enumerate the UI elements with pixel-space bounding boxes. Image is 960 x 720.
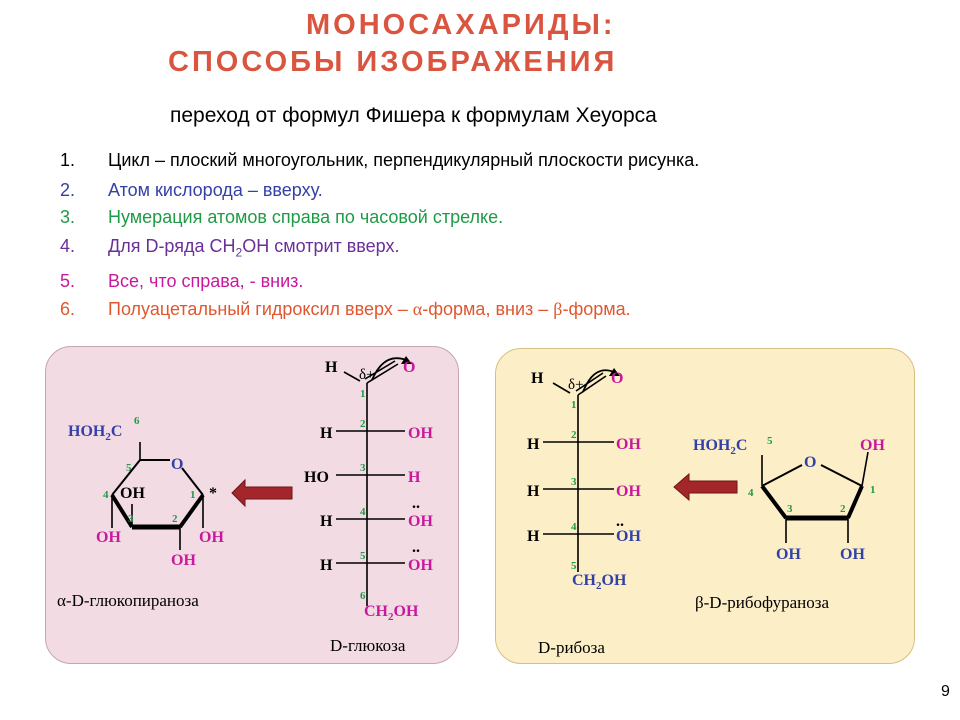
rule-2: 2.Атом кислорода – вверху. [60, 180, 323, 200]
glucose-lone-pair-1: .. [412, 495, 420, 512]
arrow-right-icon [673, 472, 738, 502]
pyranose-oh-inner: OH [120, 485, 145, 502]
ribose-num-3: 3 [571, 476, 577, 488]
pyranose-num-4: 4 [103, 489, 109, 501]
pyranose-oh-c4: OH [96, 529, 121, 546]
pyranose-num-6: 6 [134, 415, 140, 427]
glucose-lone-pair-2: .. [412, 539, 420, 556]
glucose-c4-right: OH [408, 513, 433, 530]
pyranose-star: * [209, 485, 217, 502]
ribose-c2-left: H [527, 436, 540, 453]
glucose-num-3: 3 [360, 462, 366, 474]
rule-5: 5.Все, что справа, - вниз. [60, 271, 304, 291]
glucose-c3-right: H [408, 469, 421, 486]
pyranose-num-1: 1 [190, 489, 196, 501]
furanose-hoh2c: HOH2C [693, 437, 747, 457]
pyranose-ring-o: O [171, 456, 183, 473]
ribose-fischer-formula: H δ+ O H OH H OH H OH .. 1 2 3 4 5 CH2OH… [527, 368, 641, 657]
glucose-c5-right: OH [408, 557, 433, 574]
furanose-oh-c3: OH [776, 546, 801, 563]
furanose-oh-c1: OH [860, 437, 885, 454]
subtitle: переход от формул Фишера к формулам Хеуо… [170, 104, 657, 127]
furanose-num-5: 5 [767, 435, 773, 447]
glucose-c1-h: H [325, 359, 338, 376]
ribose-ch2oh: CH2OH [572, 572, 627, 592]
furanose-num-2: 2 [840, 503, 846, 515]
glucose-num-6: 6 [360, 590, 366, 602]
glucose-delta: δ+ [359, 367, 375, 383]
ribose-num-4: 4 [571, 521, 577, 533]
pyranose-oh-c1: OH [199, 529, 224, 546]
ribose-c2-right: OH [616, 436, 641, 453]
glucose-num-4: 4 [360, 506, 366, 518]
furanose-caption: β-D-рибофураноза [695, 593, 829, 612]
glucose-c3-left: HO [304, 469, 329, 486]
page-number: 9 [941, 683, 950, 700]
ribose-c1-h: H [531, 370, 544, 387]
ribofuranose-haworth: HOH2C 5 O OH 4 3 2 1 OH OH β-D-рибофуран… [693, 435, 885, 612]
glucopyranose-haworth: HOH2C 6 5 O 4 OH 3 2 1 * OH OH OH α-D-гл… [57, 415, 224, 610]
glucose-num-1: 1 [360, 388, 366, 400]
pyranose-hoh2c: HOH2C [68, 423, 122, 443]
pyranose-num-5: 5 [126, 462, 132, 474]
glucose-c4-left: H [320, 513, 333, 530]
pyranose-num-2: 2 [172, 513, 178, 525]
furanose-num-1: 1 [870, 484, 876, 496]
title-line-2: СПОСОБЫ ИЗОБРАЖЕНИЯ [168, 46, 618, 78]
ribose-c3-right: OH [616, 483, 641, 500]
glucose-fischer-formula: H δ+ O H OH HO H H OH H OH .. .. 1 2 3 4… [304, 356, 433, 655]
ribose-panel [495, 348, 915, 664]
rule-6: 6.Полуацетальный гидроксил вверх – α-фор… [60, 299, 631, 319]
ribose-c4-right: OH [616, 528, 641, 545]
furanose-ring-o: O [804, 454, 816, 471]
ribose-delta: δ+ [568, 377, 584, 393]
glucose-num-2: 2 [360, 418, 366, 430]
glucose-c5-left: H [320, 557, 333, 574]
pyranose-num-3: 3 [128, 513, 134, 525]
glucose-ch2oh: CH2OH [364, 603, 419, 623]
ribose-caption: D-рибоза [538, 638, 605, 657]
rule-4: 4.Для D-ряда CH2OH смотрит вверх. [60, 236, 400, 260]
furanose-num-4: 4 [748, 487, 754, 499]
ribose-num-5: 5 [571, 560, 577, 572]
ribose-num-1: 1 [571, 399, 577, 411]
glucose-panel [45, 346, 459, 664]
pyranose-caption: α-D-глюкопираноза [57, 591, 199, 610]
ribose-lone-pair: .. [616, 513, 624, 530]
rule-1: 1.Цикл – плоский многоугольник, перпенди… [60, 150, 700, 170]
furanose-oh-c2: OH [840, 546, 865, 563]
ribose-num-2: 2 [571, 429, 577, 441]
furanose-num-3: 3 [787, 503, 793, 515]
rule-3: 3.Нумерация атомов справа по часовой стр… [60, 207, 504, 227]
pyranose-oh-c3: OH [171, 552, 196, 569]
title-line-1: МОНОСАХАРИДЫ: [306, 9, 616, 41]
glucose-c2-right: OH [408, 425, 433, 442]
ribose-c4-left: H [527, 528, 540, 545]
glucose-carbonyl-o: O [403, 359, 415, 376]
ribose-c3-left: H [527, 483, 540, 500]
glucose-caption: D-глюкоза [330, 636, 406, 655]
ribose-carbonyl-o: O [611, 370, 623, 387]
glucose-num-5: 5 [360, 550, 366, 562]
arrow-left-icon [231, 478, 293, 508]
glucose-c2-left: H [320, 425, 333, 442]
